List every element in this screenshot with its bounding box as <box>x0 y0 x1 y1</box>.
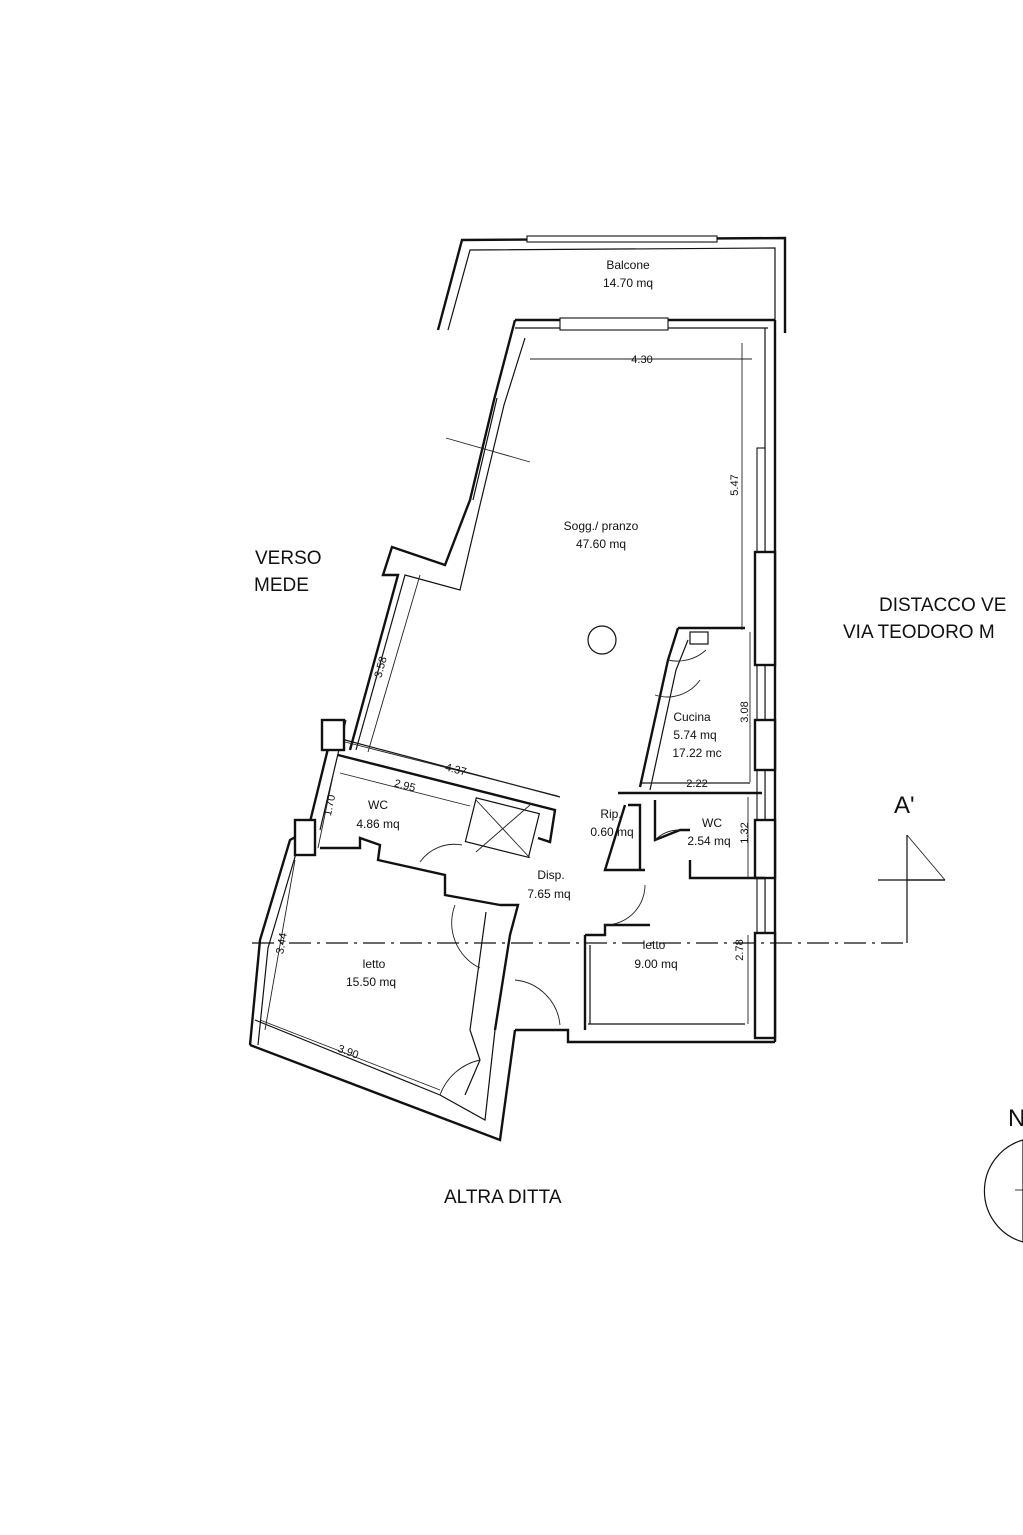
verso-mede-line2: MEDE <box>254 575 309 596</box>
cucina-volume: 17.22 mc <box>672 746 721 760</box>
dim-308: 3.08 <box>739 701 751 722</box>
north-label: N <box>1008 1105 1023 1132</box>
dim-344: 3.44 <box>274 932 290 955</box>
dim-132: 1.32 <box>739 822 751 843</box>
section-mark-label: A' <box>894 792 915 819</box>
dimension-lines <box>259 343 752 1091</box>
balcony <box>436 235 787 333</box>
wc2-area: 2.54 mq <box>687 834 730 848</box>
soggiorno-label: Sogg./ pranzo <box>564 519 639 533</box>
rip-label: Rip. <box>600 807 621 821</box>
cucina-label: Cucina <box>673 710 711 724</box>
section-line <box>252 834 946 944</box>
wc2-label: WC <box>702 816 722 830</box>
letto1-label: letto <box>363 957 386 971</box>
wc1-label: WC <box>368 798 388 812</box>
interior-walls <box>320 625 765 1096</box>
dim-170: 1.70 <box>322 794 338 817</box>
dim-437: 4.37 <box>444 762 468 779</box>
disp-label: Disp. <box>537 868 564 882</box>
dim-278: 2.78 <box>734 939 746 960</box>
dim-358: 3.58 <box>373 655 390 679</box>
letto2-label: letto <box>643 938 666 952</box>
distacco-line2: VIA TEODORO M <box>843 622 995 643</box>
disp-area: 7.65 mq <box>527 887 570 901</box>
dim-430: 4.30 <box>631 354 652 366</box>
dim-295: 2.95 <box>393 778 417 795</box>
dim-547: 5.47 <box>729 474 741 495</box>
verso-mede-line1: VERSO <box>255 548 322 569</box>
outer-walls <box>248 317 777 1142</box>
dim-390: 3.90 <box>336 1043 360 1062</box>
letto1-area: 15.50 mq <box>346 975 396 989</box>
balcone-label: Balcone <box>606 258 650 272</box>
north-arrow <box>983 1139 1023 1243</box>
cucina-area: 5.74 mq <box>673 728 716 742</box>
letto2-area: 9.00 mq <box>634 957 677 971</box>
wc1-area: 4.86 mq <box>356 817 399 831</box>
balcone-area: 14.70 mq <box>603 276 653 290</box>
rip-area: 0.60 mq <box>590 825 633 839</box>
soggiorno-area: 47.60 mq <box>576 537 626 551</box>
dim-222: 2.22 <box>686 778 707 790</box>
altra-ditta-label: ALTRA DITTA <box>444 1187 562 1208</box>
distacco-line1: DISTACCO VE <box>879 595 1006 616</box>
